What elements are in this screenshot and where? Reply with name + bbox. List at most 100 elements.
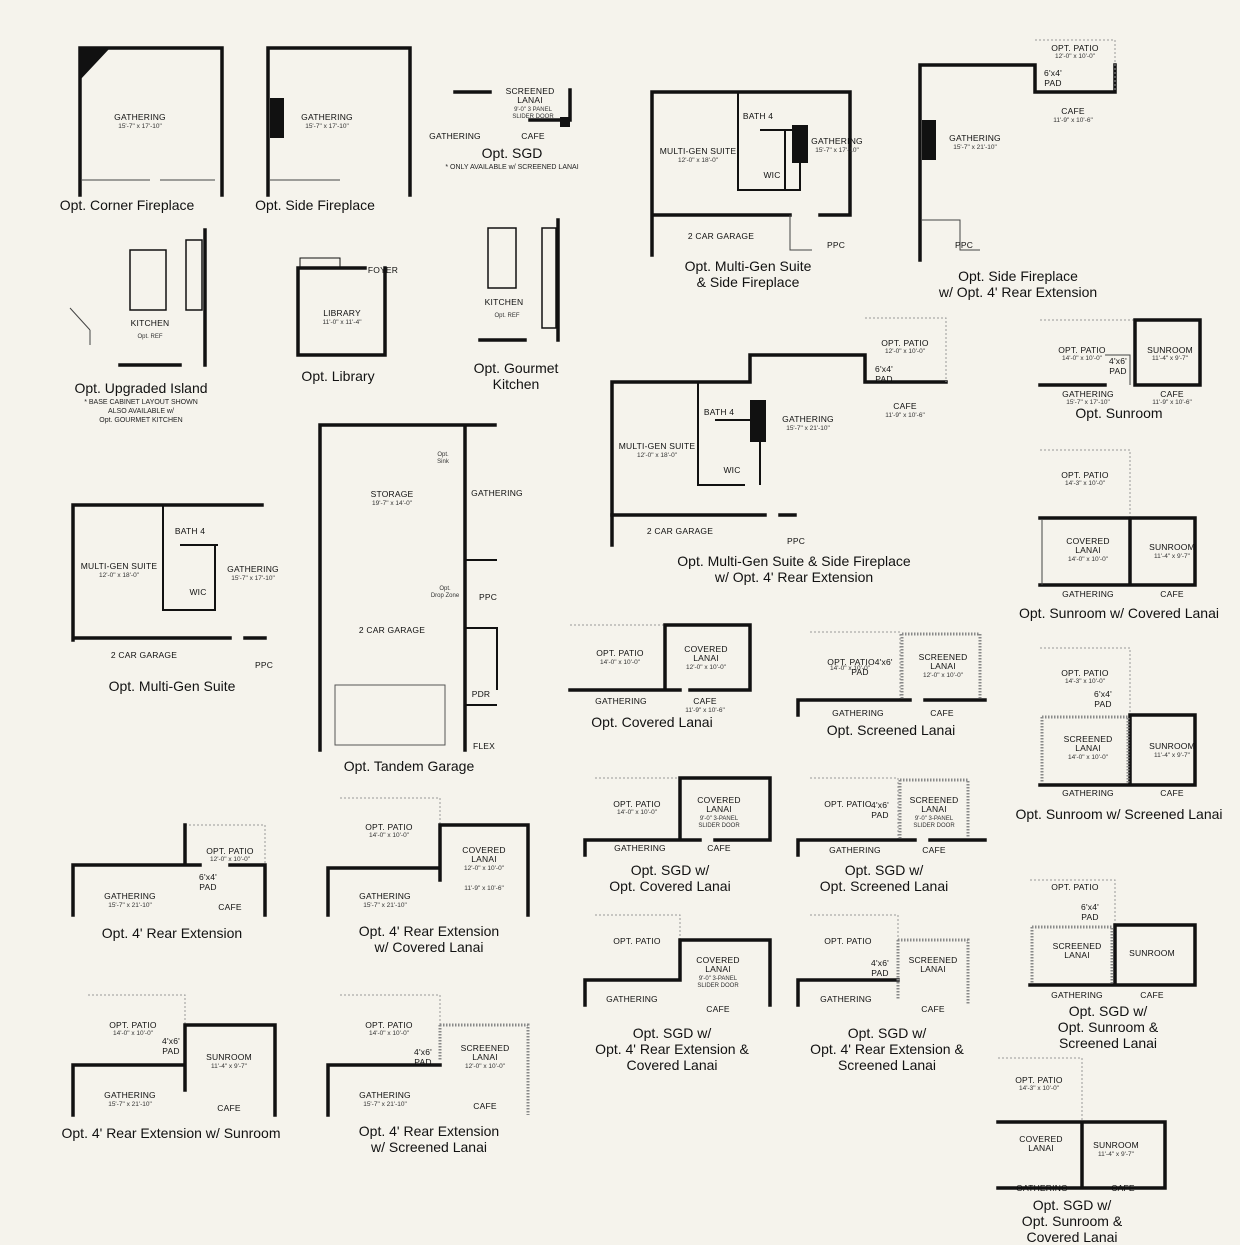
caption-sgd-sunroom-screened-lanai: Opt. SGD w/ Opt. Sunroom & Screened Lana… <box>1057 1003 1159 1051</box>
room-dim: 15'-7" x 21'-10" <box>363 902 407 909</box>
room-dim: 15'-7" x 17'-10" <box>231 575 275 582</box>
room-dim: 11'-9" x 10'-6" <box>464 885 504 892</box>
room-multigen-suite: MULTI-GEN SUITE <box>618 441 696 451</box>
caption-rear-extension-sunroom: Opt. 4' Rear Extension w/ Sunroom <box>61 1125 281 1141</box>
room-covered-lanai: COVERED LANAI <box>1066 536 1110 555</box>
room-cafe: CAFE <box>1111 1183 1135 1193</box>
room-gathering: GATHERING <box>1062 389 1114 399</box>
room-cafe: CAFE <box>921 1004 945 1014</box>
room-dim: 14'-0" x 10'-0" <box>1062 355 1102 362</box>
plan-rear-extension-covered-lanai <box>326 797 530 917</box>
room-screened-lanai: SCREENED LANAI <box>1063 734 1113 753</box>
plan-sunroom <box>1038 318 1202 387</box>
room-gathering: GATHERING <box>301 112 353 122</box>
room-dim: 14'-0" x 10'-0" <box>600 659 640 666</box>
room-dim: 12'-0" x 18'-0" <box>678 157 718 164</box>
plan-sgd-covered-lanai <box>583 776 772 857</box>
room-cafe: CAFE <box>922 845 946 855</box>
note-sgd-only: * ONLY AVAILABLE w/ SCREENED LANAI <box>445 164 579 171</box>
room-gathering: GATHERING <box>104 1090 156 1100</box>
plan-sgd-rear-extension-screened-lanai <box>796 914 970 1007</box>
room-dim: 14'-0" x 10'-0" <box>113 1030 153 1037</box>
room-sunroom: SUNROOM <box>1129 948 1175 958</box>
room-gathering: GATHERING <box>829 845 881 855</box>
room-pad: 6'x4' PAD <box>1081 902 1099 922</box>
room-gathering: GATHERING <box>820 994 872 1004</box>
room-covered-lanai: COVERED LANAI <box>696 955 740 974</box>
plan-sgd <box>453 88 572 127</box>
caption-multigen-side-fireplace: Opt. Multi-Gen Suite & Side Fireplace <box>684 258 812 290</box>
room-wic: WIC <box>723 465 741 475</box>
room-screened-lanai: SCREENED LANAI <box>908 955 958 974</box>
room-cafe: CAFE <box>473 1101 497 1111</box>
caption-sunroom-screened-lanai: Opt. Sunroom w/ Screened Lanai <box>1015 806 1223 822</box>
room-storage: STORAGE <box>370 489 414 499</box>
room-wic: WIC <box>189 587 207 597</box>
room-dim: 12'-0" x 10'-0" <box>923 672 963 679</box>
room-dim: 14'-0" x 10'-0" <box>617 809 657 816</box>
room-pad: 4'x6' PAD <box>414 1047 432 1067</box>
room-bath4: BATH 4 <box>174 526 206 536</box>
plan-library <box>296 257 387 357</box>
note-island: * BASE CABINET LAYOUT SHOWN ALSO AVAILAB… <box>84 399 198 424</box>
room-covered-lanai: COVERED LANAI <box>1019 1134 1063 1153</box>
caption-screened-lanai: Opt. Screened Lanai <box>826 722 956 738</box>
room-sunroom: SUNROOM <box>1093 1140 1139 1150</box>
room-dim: 11'-9" x 10'-6" <box>1053 117 1093 124</box>
room-gathering: GATHERING <box>595 696 647 706</box>
room-ppc: PPC <box>478 592 498 602</box>
room-gathering: GATHERING <box>782 414 834 424</box>
room-flex: FLEX <box>472 741 496 751</box>
room-dim: 14'-3" x 10'-0" <box>1019 1085 1059 1092</box>
room-dim: 14'-0" x 10'-0" <box>369 1030 409 1037</box>
room-dim: 12'-0" x 10'-0" <box>686 664 726 671</box>
caption-multigen-side-fireplace-rear-extension: Opt. Multi-Gen Suite & Side Fireplace w/… <box>677 553 911 585</box>
room-pdr: PDR <box>471 689 491 699</box>
room-opt-patio: OPT. PATIO <box>881 338 929 348</box>
room-dim: 14'-3" x 10'-0" <box>1065 480 1105 487</box>
room-gathering: GATHERING <box>359 1090 411 1100</box>
room-ppc: PPC <box>254 660 274 670</box>
room-opt-patio: OPT. PATIO <box>824 799 872 809</box>
caption-covered-lanai: Opt. Covered Lanai <box>591 714 713 730</box>
caption-sgd-sunroom-covered-lanai: Opt. SGD w/ Opt. Sunroom & Covered Lanai <box>1021 1197 1123 1245</box>
caption-sunroom: Opt. Sunroom <box>1075 405 1163 421</box>
room-opt-patio: OPT. PATIO <box>365 822 413 832</box>
room-dim: 14'-0" x 10'-0" <box>369 832 409 839</box>
room-dim: 15'-7" x 21'-10" <box>786 425 830 432</box>
room-gathering: GATHERING <box>832 708 884 718</box>
label-drop-zone: Opt. Drop Zone <box>430 586 460 599</box>
room-gathering: GATHERING <box>949 133 1001 143</box>
caption-tandem-garage: Opt. Tandem Garage <box>343 758 475 774</box>
note-slider: 9'-0" 3-PANEL SLIDER DOOR <box>698 816 740 829</box>
room-gathering: GATHERING <box>811 136 863 146</box>
room-opt-patio: OPT. PATIO <box>1051 882 1099 892</box>
note-slider: 9'-0" 3 PANEL SLIDER DOOR <box>512 107 554 120</box>
room-pad: 6'x4' PAD <box>199 872 217 892</box>
note-slider: 9'-0" 3-PANEL SLIDER DOOR <box>913 816 955 829</box>
room-cafe: CAFE <box>218 902 242 912</box>
room-pad: 4'x6' PAD <box>871 958 889 978</box>
plan-upgraded-island <box>69 228 207 367</box>
room-sunroom: SUNROOM <box>206 1052 252 1062</box>
room-dim: 15'-7" x 21'-10" <box>108 1101 152 1108</box>
room-ppc: PPC <box>954 240 974 250</box>
plan-sgd-sunroom-screened-lanai <box>1028 879 1197 987</box>
caption-corner-fireplace: Opt. Corner Fireplace <box>59 197 195 213</box>
label-opt-ref: Opt. REF <box>137 334 163 340</box>
caption-side-fireplace-rear-extension: Opt. Side Fireplace w/ Opt. 4' Rear Exte… <box>938 268 1098 300</box>
room-cafe: CAFE <box>1140 990 1164 1000</box>
room-dim: 15'-7" x 21'-10" <box>953 144 997 151</box>
room-multigen-suite: MULTI-GEN SUITE <box>80 561 158 571</box>
room-dim: 15'-7" x 17'-10" <box>815 147 859 154</box>
room-wic: WIC <box>763 170 781 180</box>
room-cafe: CAFE <box>693 696 717 706</box>
room-dim: 11'-4" x 9'-7" <box>1154 752 1190 759</box>
room-cafe: CAFE <box>1160 788 1184 798</box>
room-dim: 15'-7" x 21'-10" <box>108 902 152 909</box>
plan-tandem-garage <box>318 423 498 752</box>
caption-gourmet-kitchen: Opt. Gourmet Kitchen <box>473 360 559 392</box>
room-cafe: CAFE <box>1061 106 1085 116</box>
